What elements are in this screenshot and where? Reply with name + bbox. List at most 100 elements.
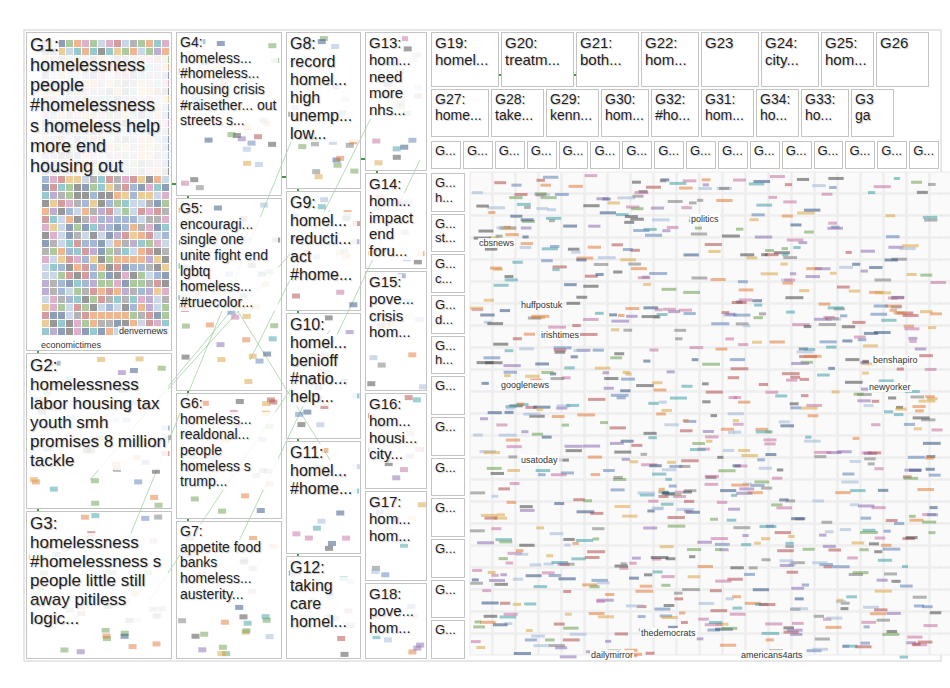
vertex-label-mark <box>840 528 851 531</box>
vertex-label-mark <box>919 354 933 357</box>
vertex-image <box>138 224 145 231</box>
vertex-image <box>58 192 65 199</box>
vertex-label-mark <box>890 309 897 312</box>
vertex-label-mark <box>583 318 598 321</box>
vertex-label-mark <box>629 562 636 565</box>
vertex-image <box>162 312 169 319</box>
vertex-image <box>257 508 265 513</box>
vertex-label-mark <box>754 480 769 483</box>
small-group-box <box>470 634 492 655</box>
small-group-box <box>516 326 538 347</box>
vertex-label-mark <box>775 394 787 397</box>
vertex-label-mark <box>638 615 646 618</box>
vertex-image <box>114 40 121 47</box>
vertex-image <box>82 232 89 239</box>
vertex-image <box>141 516 149 521</box>
vertex-label-mark <box>793 246 800 249</box>
small-group-box <box>907 282 929 303</box>
vertex-label-mark <box>506 561 513 564</box>
vertex-image <box>200 632 208 637</box>
vertex-image <box>244 379 252 384</box>
vertex-label-mark <box>641 453 648 456</box>
vertex-image <box>146 48 153 55</box>
vertex-image <box>98 176 105 183</box>
small-group-box <box>539 590 561 611</box>
vertex-image <box>154 304 161 311</box>
vertex-label-mark <box>535 362 549 365</box>
vertex-label-mark <box>489 579 505 582</box>
small-group-box <box>884 436 906 457</box>
vertex-label-mark <box>702 382 709 385</box>
vertex-image <box>98 272 105 279</box>
vertex-label-mark <box>888 396 896 399</box>
vertex-image <box>130 304 137 311</box>
small-group-box <box>700 480 722 501</box>
vertex-label-mark <box>516 403 528 406</box>
vertex-label-mark <box>614 451 631 454</box>
vertex-label-mark <box>765 622 782 625</box>
small-group-box <box>838 370 860 391</box>
vertex-label-mark <box>568 248 580 251</box>
vertex-image <box>90 200 97 207</box>
vertex-image <box>154 240 161 247</box>
small-group-box <box>562 634 584 655</box>
small-group-box <box>654 436 676 457</box>
vertex-image <box>82 328 89 335</box>
small-group-box <box>585 326 607 347</box>
small-group-box <box>769 216 791 237</box>
vertex-label-mark <box>725 337 734 340</box>
vertex-label-mark <box>628 263 641 266</box>
vertex-label-mark <box>733 419 739 422</box>
vertex-image <box>82 280 89 287</box>
small-group-box <box>838 502 860 523</box>
vertex-image <box>114 272 121 279</box>
vertex-image <box>98 320 105 327</box>
small-group-box <box>930 524 950 545</box>
vertex-label-mark <box>652 381 662 384</box>
vertex-image <box>154 208 161 215</box>
vertex-label-mark <box>780 263 787 266</box>
small-group-box <box>792 458 814 479</box>
vertex-label-mark <box>576 539 593 542</box>
small-group-box <box>930 590 950 611</box>
vertex-image <box>82 256 89 263</box>
vertex-image <box>98 40 105 47</box>
vertex-label-mark <box>504 371 517 374</box>
vertex-image <box>146 192 153 199</box>
vertex-image <box>239 614 247 619</box>
small-group-box <box>838 260 860 281</box>
vertex-image <box>74 288 81 295</box>
vertex-label-mark <box>525 375 539 378</box>
vertex-image <box>154 256 161 263</box>
vertex-image <box>162 224 169 231</box>
vertex-label-mark <box>604 377 618 380</box>
vertex-image <box>42 240 49 247</box>
vertex-label-mark <box>785 545 793 548</box>
small-group-box <box>493 590 515 611</box>
small-group-box <box>907 502 929 523</box>
vertex-image <box>248 141 256 146</box>
vertex-label-mark <box>513 603 521 606</box>
small-group-box <box>930 260 950 281</box>
vertex-image <box>82 264 89 271</box>
small-group-box <box>470 546 492 567</box>
vertex-image <box>122 176 129 183</box>
vertex-image <box>106 224 113 231</box>
vertex-image <box>66 240 73 247</box>
small-group-box <box>861 436 883 457</box>
vertex-label-mark <box>577 510 595 513</box>
vertex-image <box>138 216 145 223</box>
vertex-label-mark <box>618 314 625 317</box>
small-group-box <box>493 568 515 589</box>
vertex-label-mark <box>786 379 797 382</box>
vertex-image <box>371 569 379 574</box>
vertex-label-mark <box>632 557 641 560</box>
small-group-box <box>930 282 950 303</box>
vertex-image <box>50 328 57 335</box>
small-group-box <box>930 436 950 457</box>
vertex-image <box>66 304 73 311</box>
vertex-label-mark <box>928 183 936 186</box>
vertex-label-mark <box>683 291 700 294</box>
vertex-image <box>162 176 169 183</box>
vertex-image <box>82 272 89 279</box>
